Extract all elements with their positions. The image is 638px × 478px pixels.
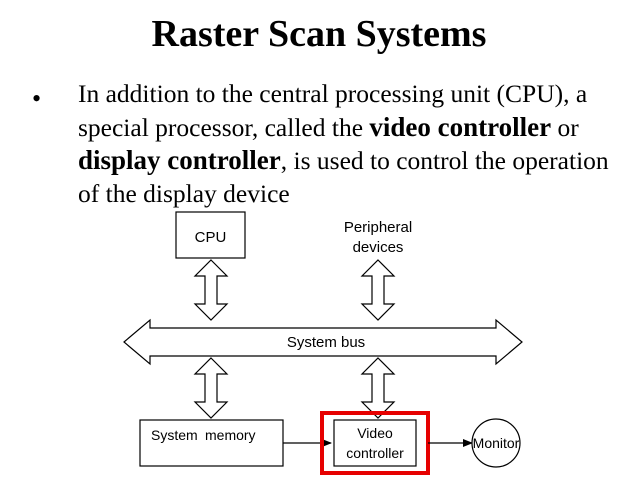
bullet-segment-1: In addition to the central processing un… xyxy=(78,79,588,142)
peripheral-bus-arrow xyxy=(360,259,396,321)
bullet-segment-video-controller: video controller xyxy=(369,111,552,142)
system-memory-label-1: System xyxy=(151,427,198,443)
cpu-bus-arrow xyxy=(193,259,229,321)
video-controller-label-line2: controller xyxy=(346,445,404,461)
bullet-segment-5: , is used to control the operation of th… xyxy=(78,146,609,208)
monitor-circle xyxy=(471,418,521,468)
system-memory-label-2: memory xyxy=(205,427,256,443)
monitor-label: Monitor xyxy=(473,435,520,451)
bus-video-arrow xyxy=(360,357,396,419)
peripheral-label-line2: devices xyxy=(353,239,404,256)
cpu-box xyxy=(175,211,246,259)
video-controller-label-line1: Video xyxy=(357,425,393,441)
slide-title: Raster Scan Systems xyxy=(151,13,487,55)
system-bus-label: System bus xyxy=(287,334,365,351)
bullet-marker: • xyxy=(32,84,42,113)
peripheral-label-line1: Peripheral xyxy=(344,219,412,236)
cpu-label: CPU xyxy=(195,229,227,246)
bullet-segment-3: or xyxy=(551,112,579,142)
video-controller-box xyxy=(333,419,417,467)
bullet-segment-display-controller: display controller xyxy=(78,145,281,175)
bullet-text: In addition to the central processing un… xyxy=(78,78,618,210)
system-bus xyxy=(123,318,523,366)
bus-memory-arrow xyxy=(193,357,229,419)
